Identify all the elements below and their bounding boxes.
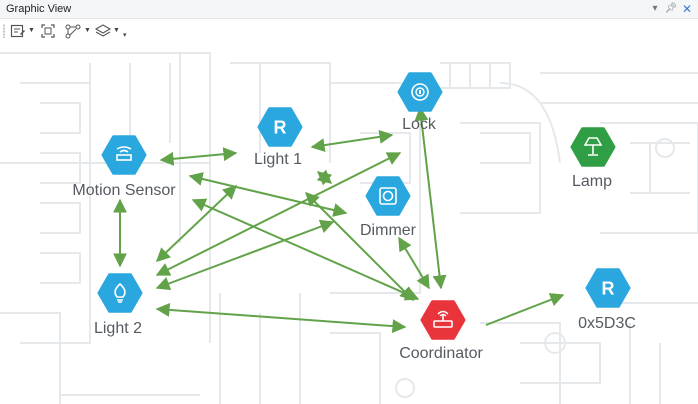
node-lamp[interactable]: Lamp bbox=[570, 127, 616, 190]
window-dropdown-icon[interactable]: ▾ bbox=[652, 3, 658, 14]
link-light1-dimmer[interactable] bbox=[316, 169, 333, 186]
dimmer-icon bbox=[379, 187, 397, 205]
node-light2-badge[interactable] bbox=[97, 273, 143, 313]
link-lock-light2[interactable] bbox=[155, 152, 402, 276]
lock-icon bbox=[411, 83, 429, 101]
floorplan-background bbox=[0, 52, 698, 404]
node-light1[interactable]: R Light 1 bbox=[254, 107, 303, 168]
node-light1-badge[interactable] bbox=[257, 107, 303, 147]
link-light1-lock[interactable] bbox=[310, 129, 394, 153]
node-dimmer-badge[interactable] bbox=[365, 176, 411, 216]
edit-layout-dropdown-icon[interactable]: ▼ bbox=[28, 27, 35, 34]
graphic-view-toolbar: ▼ ▼ ▼ ▾ bbox=[0, 19, 698, 43]
lamp-icon bbox=[583, 137, 603, 156]
node-light1-glyph: R bbox=[274, 118, 287, 138]
topology-icon[interactable] bbox=[64, 23, 82, 39]
node-coordinator-label: Coordinator bbox=[399, 345, 483, 362]
coordinator-icon bbox=[433, 310, 453, 328]
motion-sensor-icon bbox=[116, 146, 132, 161]
node-motion-label: Motion Sensor bbox=[72, 182, 176, 199]
layers-dropdown-icon[interactable]: ▼ bbox=[113, 27, 120, 34]
link-dimmer-light2[interactable] bbox=[155, 219, 335, 291]
node-lock[interactable]: Lock bbox=[397, 72, 443, 133]
node-coordinator[interactable]: Coordinator bbox=[399, 300, 483, 362]
node-lamp-label: Lamp bbox=[572, 173, 612, 190]
node-router-glyph: R bbox=[602, 279, 615, 299]
node-router-badge[interactable] bbox=[585, 268, 631, 308]
node-dimmer-label: Dimmer bbox=[360, 222, 417, 239]
node-router-label: 0x5D3C bbox=[578, 315, 636, 332]
node-light2[interactable]: Light 2 bbox=[94, 273, 143, 337]
topology-dropdown-icon[interactable]: ▼ bbox=[84, 27, 91, 34]
edit-layout-icon[interactable] bbox=[10, 23, 26, 39]
close-icon[interactable]: ✕ bbox=[681, 2, 693, 16]
node-router[interactable]: R 0x5D3C bbox=[578, 268, 636, 332]
node-light1-label: Light 1 bbox=[254, 151, 302, 168]
window-titlebar: Graphic View ▾ 📌︎ ✕ bbox=[0, 0, 698, 19]
pin-icon[interactable]: 📌︎ bbox=[664, 3, 678, 14]
layers-icon[interactable] bbox=[94, 23, 112, 39]
node-motion[interactable]: Motion Sensor bbox=[72, 135, 176, 199]
toolbar-grip[interactable] bbox=[3, 24, 5, 38]
link-dimmer-coordinator[interactable] bbox=[398, 236, 430, 290]
link-layer bbox=[113, 106, 565, 334]
window-title: Graphic View bbox=[6, 3, 72, 15]
router-r-icon: R bbox=[602, 279, 615, 299]
node-lock-label: Lock bbox=[402, 116, 437, 133]
link-motion-light1[interactable] bbox=[159, 147, 238, 166]
toolbar-overflow-icon[interactable]: ▾ bbox=[123, 32, 127, 39]
node-dimmer[interactable]: Dimmer bbox=[360, 176, 417, 239]
fit-view-icon[interactable] bbox=[40, 23, 56, 39]
link-light2-coordinator[interactable] bbox=[155, 302, 407, 334]
link-lock-coordinator[interactable] bbox=[414, 106, 447, 290]
bulb-icon bbox=[114, 282, 126, 303]
router-r-icon: R bbox=[274, 118, 287, 138]
node-light2-label: Light 2 bbox=[94, 320, 142, 337]
link-coordinator-router[interactable] bbox=[485, 293, 565, 326]
